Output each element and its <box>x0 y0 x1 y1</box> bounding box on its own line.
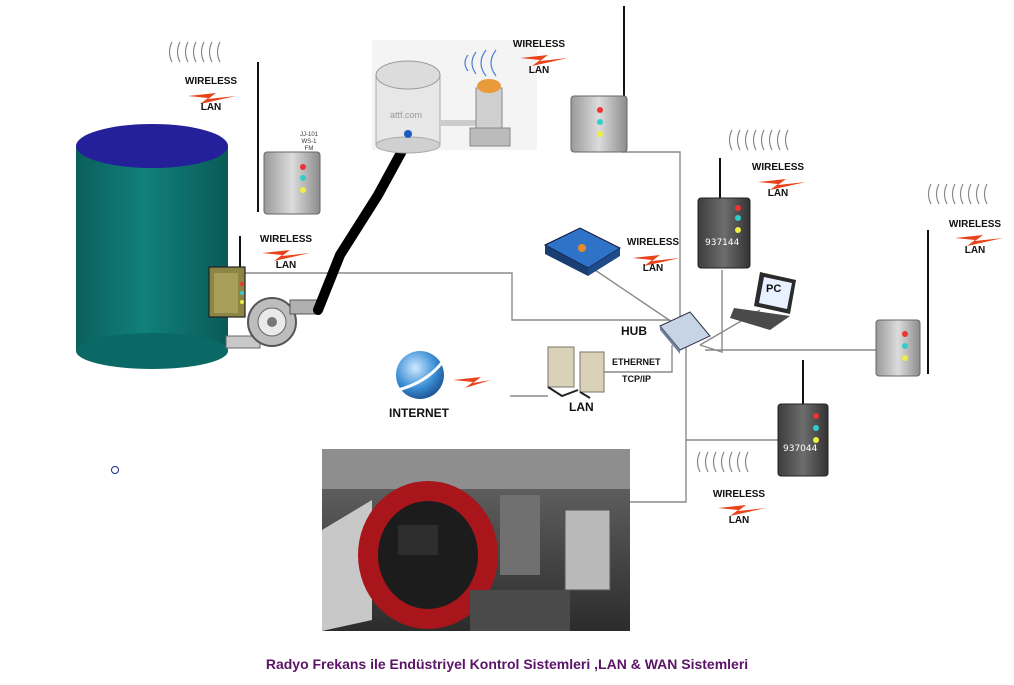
node-small-text: JJ-101 WS-1 FM <box>296 132 322 153</box>
internet-label: INTERNET <box>389 406 449 420</box>
diagram-caption: Radyo Frekans ile Endüstriyel Kontrol Si… <box>265 656 749 672</box>
device-937144 <box>697 197 751 269</box>
node-text-line: JJ-101 <box>299 132 318 138</box>
hub-label: HUB <box>621 324 647 338</box>
internet-globe <box>396 351 446 399</box>
device-id-937144: 937144 <box>705 238 740 248</box>
laptop-pc <box>730 272 796 330</box>
wireless-node-1 <box>263 151 321 215</box>
access-point <box>543 227 622 276</box>
lan-label: LAN <box>569 400 594 414</box>
wireless-node-3 <box>875 319 921 377</box>
signal-waves <box>168 41 988 473</box>
lan-servers <box>547 346 605 399</box>
pump <box>225 297 319 349</box>
upper-tank: attf.com <box>372 40 537 154</box>
network-connections <box>245 151 878 503</box>
boiler-photo <box>322 449 630 631</box>
hub <box>659 311 711 354</box>
tank-brand-text: attf.com <box>390 110 422 120</box>
pipe <box>313 135 413 315</box>
device-id-937044: 937044 <box>783 444 818 454</box>
device-937044 <box>777 403 829 477</box>
tank-controller <box>208 236 246 318</box>
pc-label: PC <box>766 283 782 295</box>
wireless-node-2 <box>570 95 628 153</box>
node-text-line: WS-1 <box>301 139 317 145</box>
node-text-line: FM <box>304 146 314 152</box>
wireless-bolts <box>188 55 1003 516</box>
ethernet-label: ETHERNET <box>612 357 661 367</box>
tcpip-label: TCP/IP <box>622 374 652 384</box>
water-tank <box>76 124 228 369</box>
small-circle-marker <box>111 466 119 474</box>
